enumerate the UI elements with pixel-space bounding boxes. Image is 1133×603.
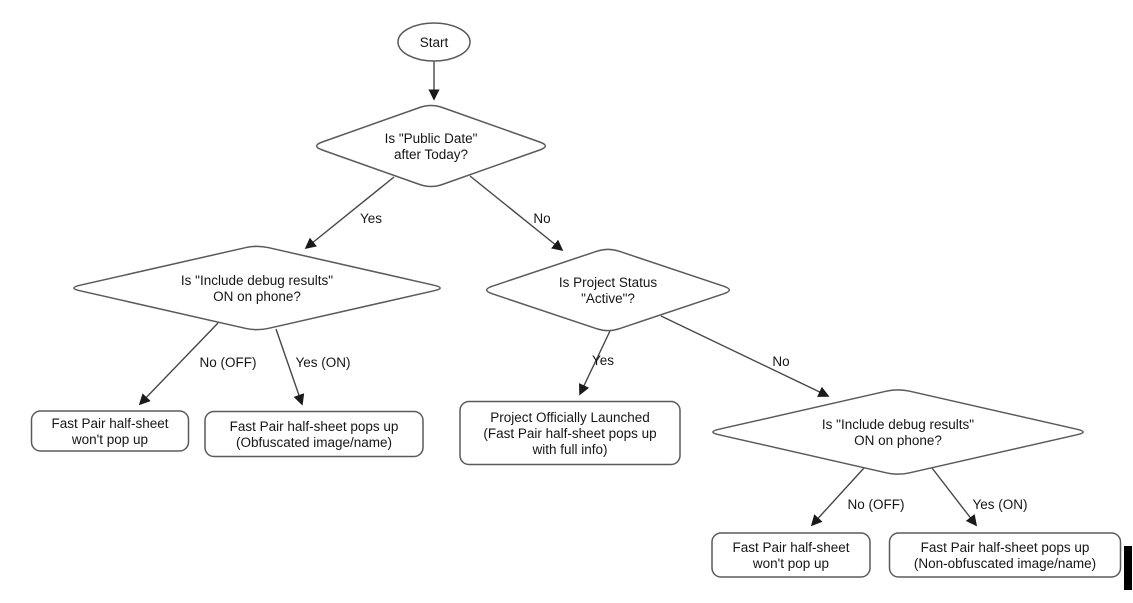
edge-line-debug-right-no-off (810, 467, 865, 527)
node-start-shape (397, 22, 471, 62)
edge-label-debug-left-no-off: No (OFF) (200, 355, 257, 370)
edge-label-debug-right-yes-on: Yes (ON) (972, 497, 1027, 512)
edge-project-status-yes: Yes (579, 330, 614, 396)
edge-line-public-date-yes (304, 176, 395, 250)
decision-project-status-label: Is Project Status"Active"? (559, 275, 658, 306)
decision-debug-results-left-label: Is "Include debug results"ON on phone? (181, 273, 333, 304)
edge-line-project-status-yes (579, 330, 611, 396)
edge-label-public-date-no: No (533, 211, 550, 226)
edge-debug-left-no-off: No (OFF) (138, 322, 257, 406)
edge-label-project-status-no: No (772, 354, 789, 369)
edge-line-debug-left-yes-on (275, 328, 305, 406)
result-obfuscated-popup-label: Fast Pair half-sheet pops up(Obfuscated … (230, 419, 399, 450)
edge-line-debug-left-no-off (138, 322, 219, 406)
decision-project-status-shape (485, 248, 731, 332)
edge-public-date-no: No (469, 175, 564, 252)
result-non-obfuscated-popup: Fast Pair half-sheet pops up(Non-obfusca… (888, 532, 1122, 578)
edge-debug-left-yes-on: Yes (ON) (275, 328, 351, 406)
decision-debug-results-left: Is "Include debug results"ON on phone? (73, 245, 441, 331)
decision-public-date: Is "Public Date"after Today? (315, 104, 547, 188)
result-obfuscated-popup-shape (204, 410, 424, 458)
edge-line-debug-right-yes-on (931, 467, 978, 527)
decision-public-date-label: Is "Public Date"after Today? (385, 131, 478, 162)
edge-line-public-date-no (469, 175, 564, 252)
decision-public-date-shape (315, 104, 547, 188)
result-no-popup-left-shape (30, 410, 190, 452)
decision-debug-results-right-label: Is "Include debug results"ON on phone? (822, 417, 974, 448)
edge-project-status-no: No (660, 315, 830, 397)
decision-debug-results-left-shape (73, 245, 441, 331)
result-non-obfuscated-popup-label: Fast Pair half-sheet pops up(Non-obfusca… (914, 540, 1096, 571)
edge-debug-right-no-off: No (OFF) (810, 467, 905, 527)
decision-project-status: Is Project Status"Active"? (485, 248, 731, 332)
decision-debug-results-right: Is "Include debug results"ON on phone? (712, 389, 1084, 475)
edge-debug-right-yes-on: Yes (ON) (931, 467, 1028, 527)
node-start: Start (397, 22, 471, 62)
edge-label-project-status-yes: Yes (592, 353, 614, 368)
edge-label-debug-left-yes-on: Yes (ON) (295, 355, 350, 370)
node-start-label: Start (420, 35, 449, 50)
edge-line-project-status-no (660, 315, 830, 397)
result-project-launched-label: Project Officially Launched(Fast Pair ha… (483, 410, 656, 457)
edge-label-public-date-yes: Yes (360, 211, 382, 226)
result-non-obfuscated-popup-shape (888, 532, 1122, 578)
edge-label-debug-right-no-off: No (OFF) (848, 497, 905, 512)
result-no-popup-right-shape (711, 532, 871, 578)
text-cursor-artifact (1124, 546, 1132, 590)
decision-debug-results-right-shape (712, 389, 1084, 475)
edge-public-date-yes: Yes (304, 176, 395, 250)
result-obfuscated-popup: Fast Pair half-sheet pops up(Obfuscated … (204, 410, 424, 458)
result-project-launched: Project Officially Launched(Fast Pair ha… (459, 400, 681, 466)
result-project-launched-shape (459, 400, 681, 466)
